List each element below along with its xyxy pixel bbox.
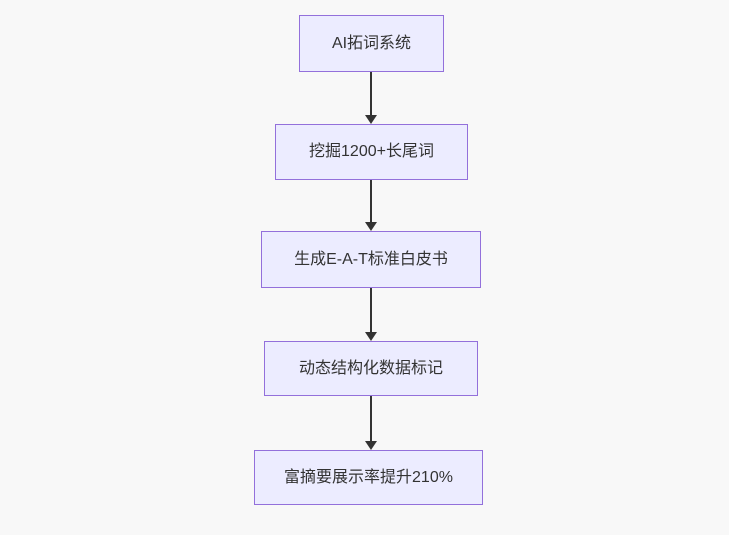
arrowhead-down-icon xyxy=(365,332,377,341)
arrow-line xyxy=(370,72,372,115)
flow-node-label: 挖掘1200+长尾词 xyxy=(309,143,434,161)
flow-node-label: 富摘要展示率提升210% xyxy=(284,468,453,486)
arrowhead-down-icon xyxy=(365,222,377,231)
flow-node-ai-word-expansion-system: AI拓词系统 xyxy=(299,15,444,72)
arrowhead-down-icon xyxy=(365,441,377,450)
flow-node-rich-snippet-rate-increase: 富摘要展示率提升210% xyxy=(254,450,483,505)
flow-node-label: 动态结构化数据标记 xyxy=(298,359,443,377)
arrowhead-down-icon xyxy=(365,115,377,124)
flow-node-generate-eat-whitepaper: 生成E-A-T标准白皮书 xyxy=(261,231,481,288)
flow-node-label: 生成E-A-T标准白皮书 xyxy=(294,250,448,268)
arrow-down-4 xyxy=(365,396,377,450)
flow-node-label: AI拓词系统 xyxy=(331,34,412,52)
arrow-down-2 xyxy=(365,180,377,231)
arrow-line xyxy=(370,396,372,441)
arrow-line xyxy=(370,180,372,222)
arrow-line xyxy=(370,288,372,332)
flow-node-mine-longtail-keywords: 挖掘1200+长尾词 xyxy=(275,124,468,180)
arrow-down-1 xyxy=(365,72,377,124)
arrow-down-3 xyxy=(365,288,377,341)
flow-node-dynamic-structured-data-markup: 动态结构化数据标记 xyxy=(264,341,478,396)
